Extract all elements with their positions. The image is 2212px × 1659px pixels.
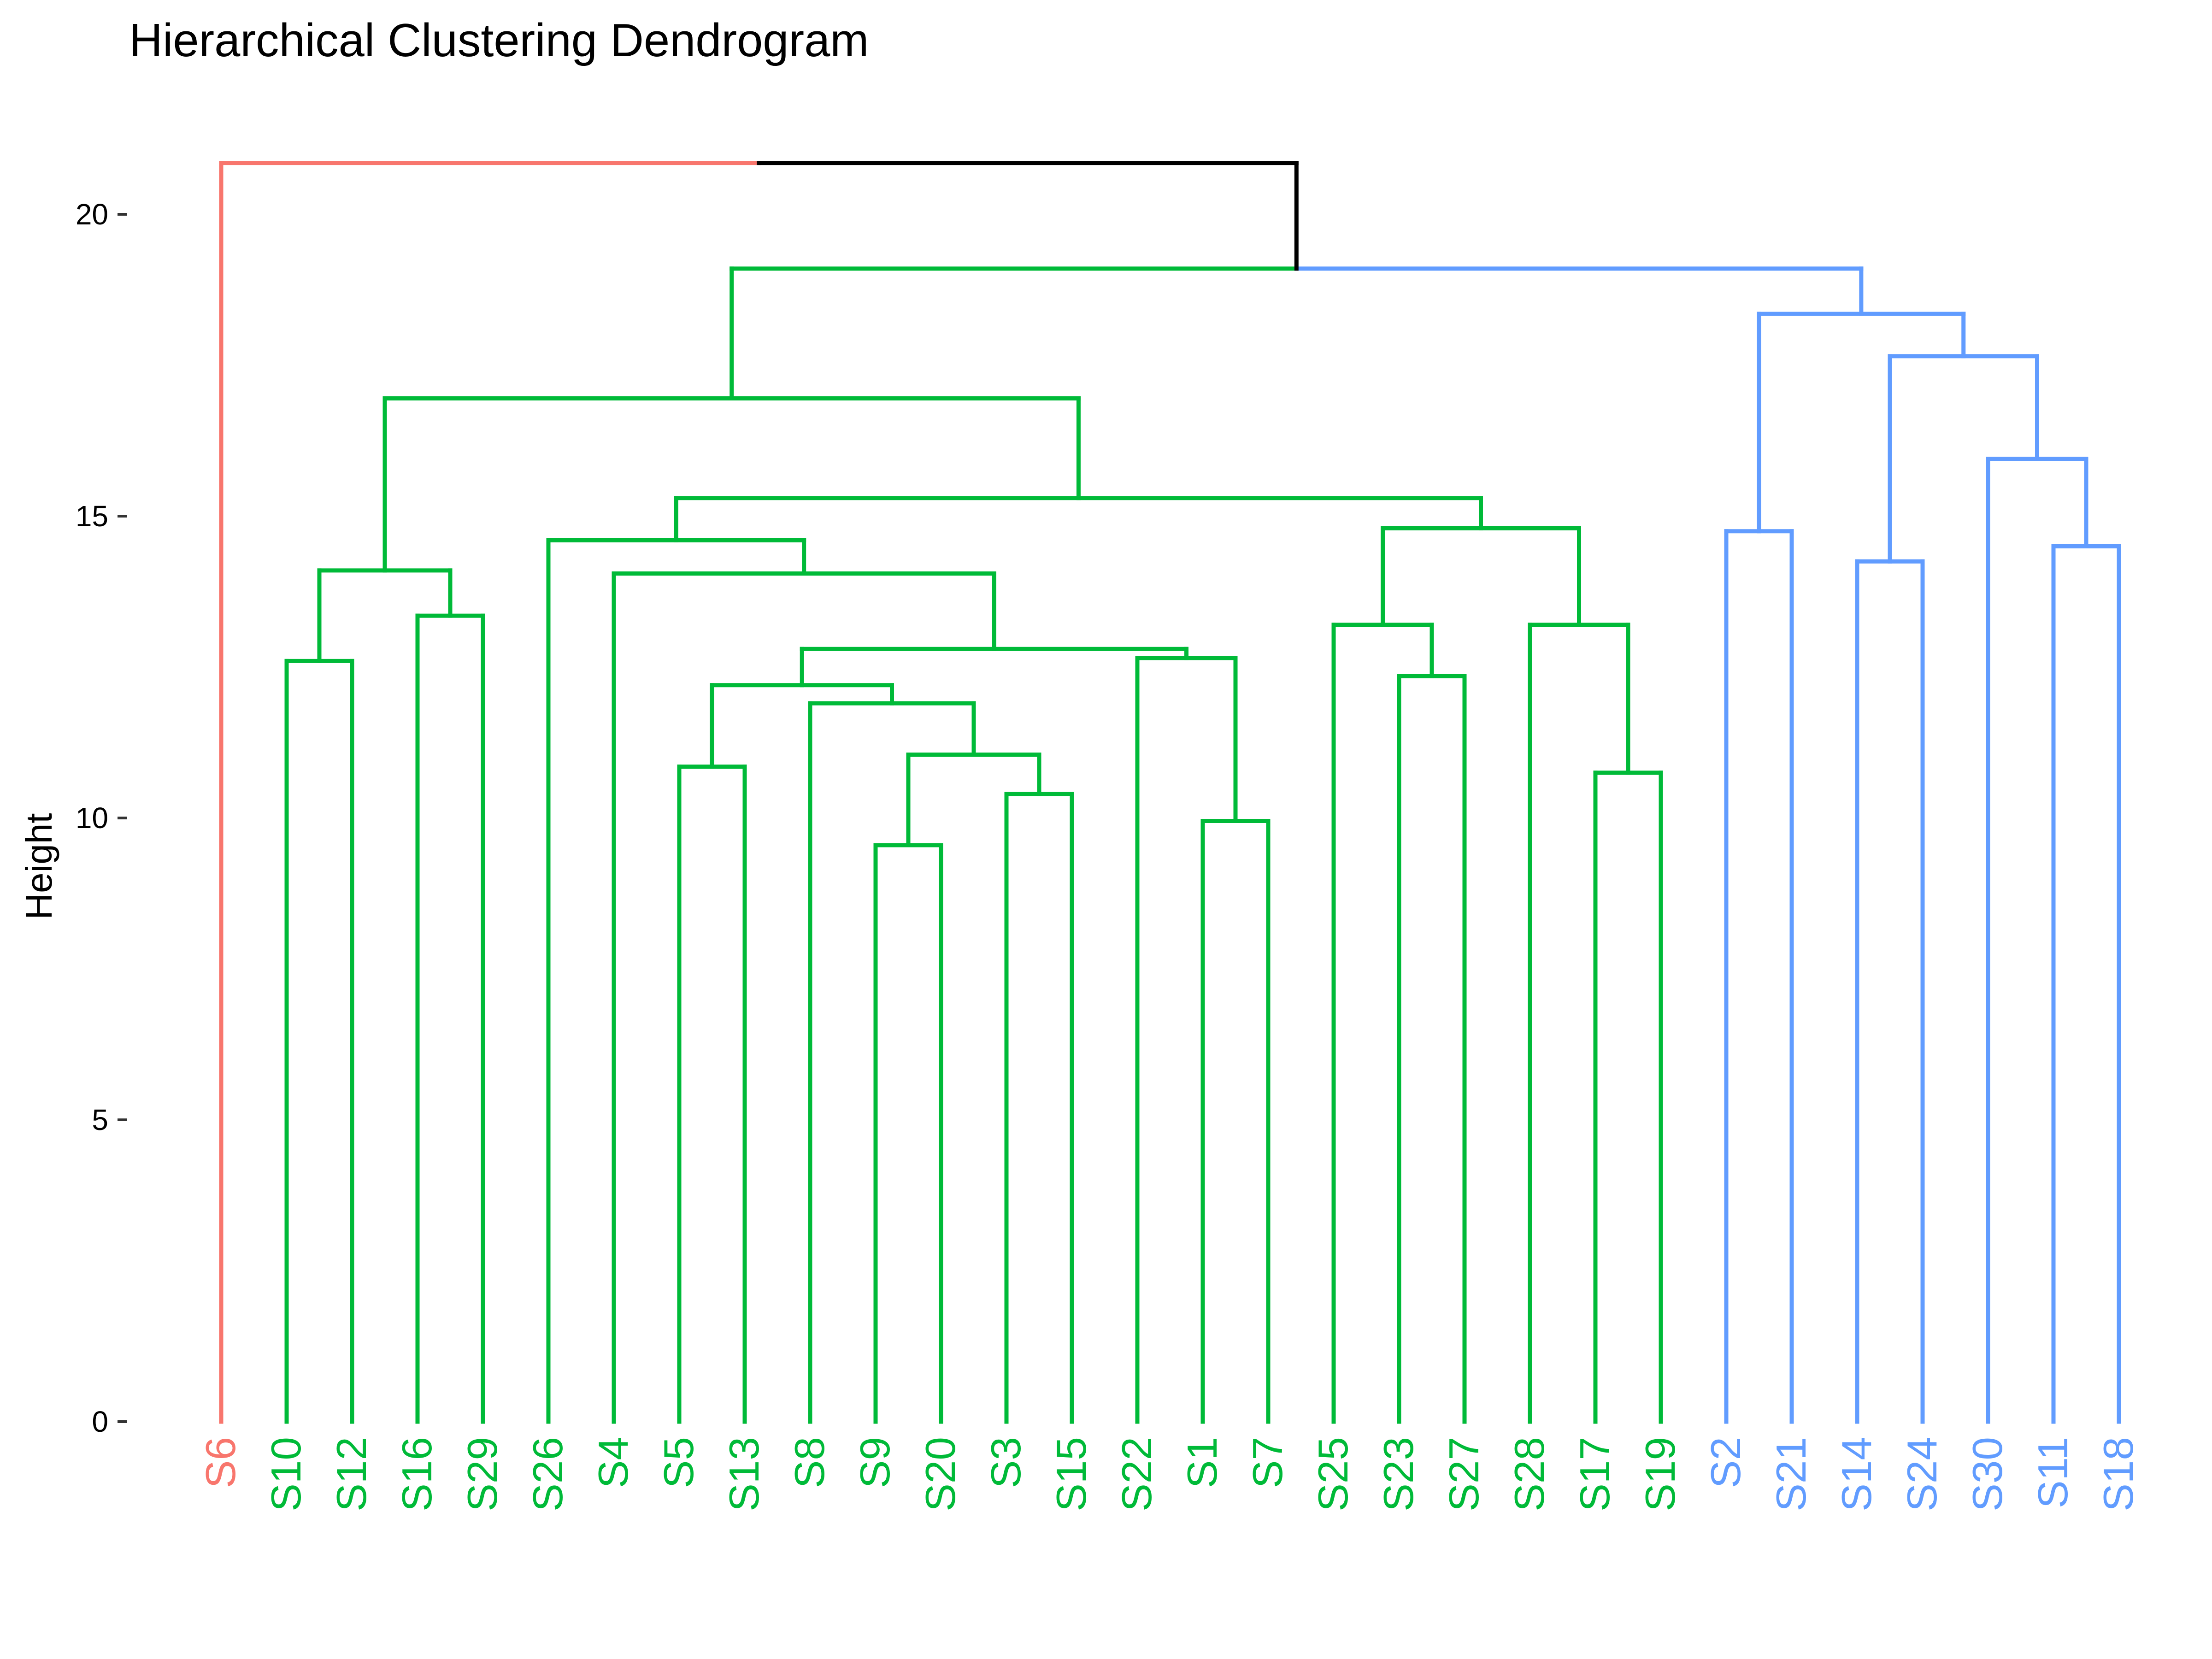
leaf-label: S2 bbox=[1703, 1437, 1749, 1488]
leaf-label: S1 bbox=[1179, 1437, 1226, 1488]
leaf-label: S9 bbox=[852, 1437, 899, 1488]
leaf-label: S24 bbox=[1899, 1437, 1946, 1512]
leaf-label: S13 bbox=[721, 1437, 768, 1512]
leaf-label: S10 bbox=[263, 1437, 310, 1512]
leaf-label: S16 bbox=[394, 1437, 441, 1512]
leaf-labels: S6 S10 S12 S16 S29 S26 S4 S5 S13 S8 S9 S20 S3 S15 S22 S… bbox=[198, 1437, 2142, 1512]
leaf-label: S3 bbox=[983, 1437, 1030, 1488]
y-axis-title: Height bbox=[18, 813, 59, 919]
leaf-label: S6 bbox=[198, 1437, 244, 1488]
leaf-label: S21 bbox=[1768, 1437, 1815, 1512]
y-tick-label: 0 bbox=[92, 1405, 108, 1438]
y-tick-label: 15 bbox=[76, 500, 108, 533]
leaf-label: S4 bbox=[590, 1437, 637, 1488]
leaf-label: S30 bbox=[1965, 1437, 2011, 1512]
leaf-label: S14 bbox=[1834, 1437, 1880, 1512]
leaf-label: S29 bbox=[459, 1437, 506, 1512]
chart-title: Hierarchical Clustering Dendrogram bbox=[129, 15, 869, 66]
leaf-label: S28 bbox=[1506, 1437, 1553, 1512]
leaf-label: S7 bbox=[1245, 1437, 1291, 1488]
leaf-label: S12 bbox=[329, 1437, 375, 1512]
leaf-label: S15 bbox=[1048, 1437, 1095, 1512]
leaf-label: S27 bbox=[1441, 1437, 1488, 1512]
dendrogram-branches bbox=[219, 161, 2121, 1424]
y-axis: 0 5 10 15 20 bbox=[76, 198, 127, 1438]
leaf-label: S5 bbox=[656, 1437, 702, 1488]
y-tick-label: 5 bbox=[92, 1103, 108, 1136]
leaf-label: S22 bbox=[1114, 1437, 1160, 1512]
leaf-label: S19 bbox=[1637, 1437, 1684, 1512]
leaf-label: S23 bbox=[1376, 1437, 1422, 1512]
leaf-label: S25 bbox=[1310, 1437, 1357, 1512]
y-tick-label: 20 bbox=[76, 198, 108, 231]
y-tick-label: 10 bbox=[76, 801, 108, 835]
leaf-label: S17 bbox=[1572, 1437, 1618, 1512]
leaf-label: S26 bbox=[525, 1437, 571, 1512]
leaf-label: S20 bbox=[918, 1437, 964, 1512]
leaf-label: S18 bbox=[2095, 1437, 2142, 1512]
leaf-label: S11 bbox=[2030, 1437, 2077, 1508]
leaf-label: S8 bbox=[787, 1437, 833, 1488]
